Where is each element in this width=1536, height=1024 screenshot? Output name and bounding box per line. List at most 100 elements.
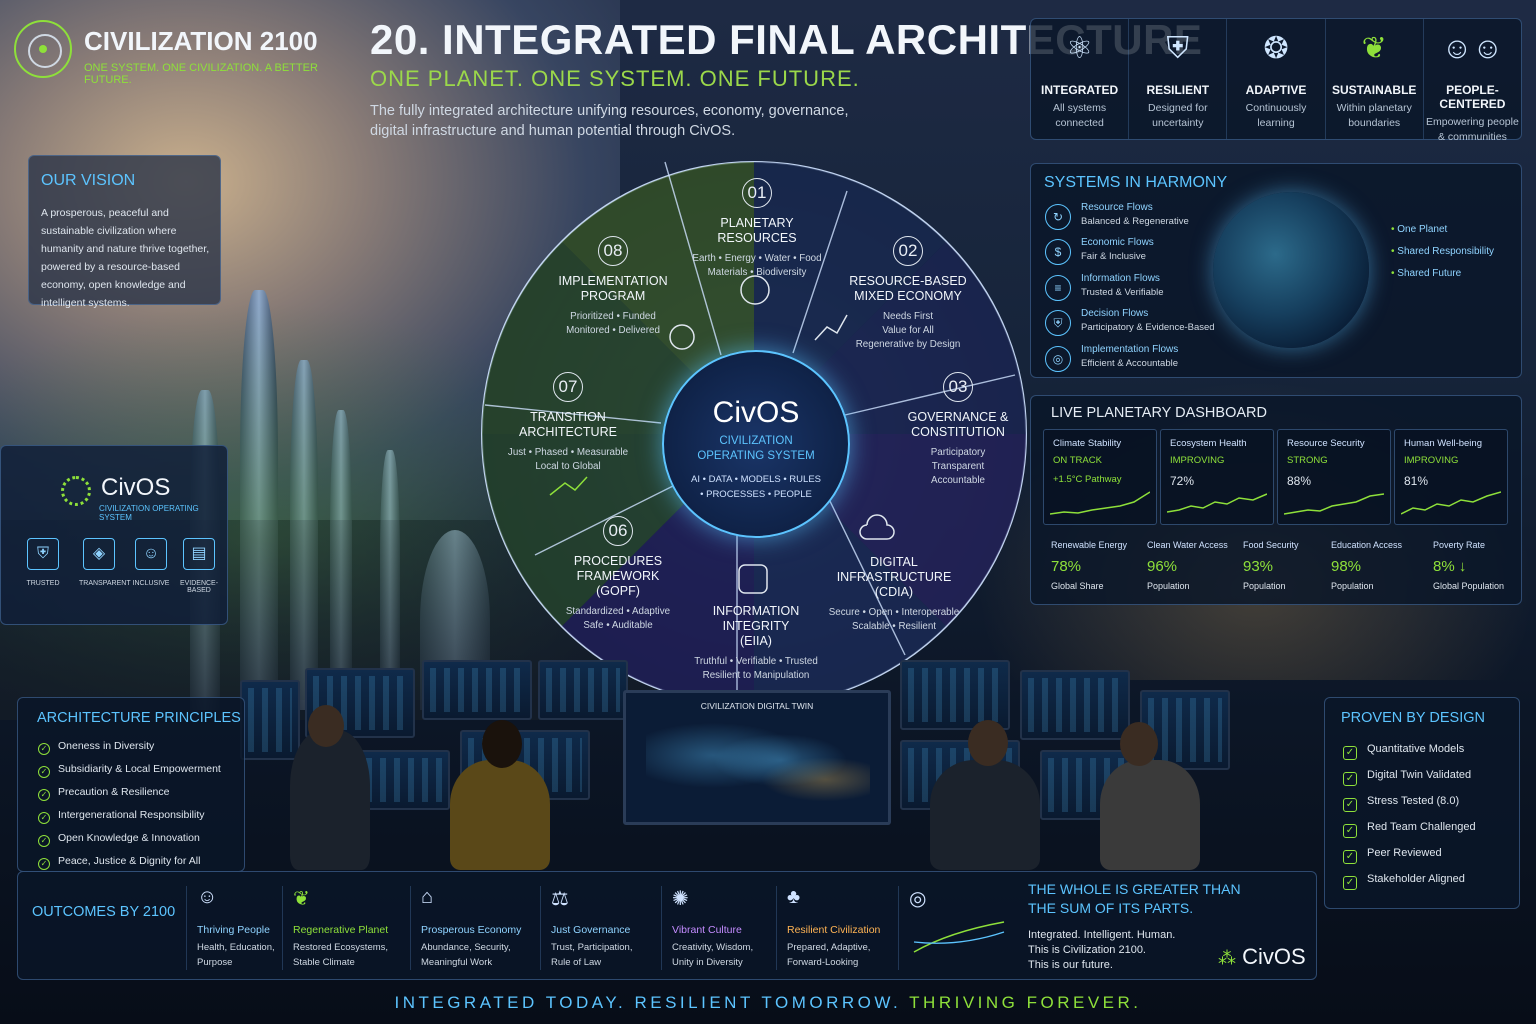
kpi-value: +1.5°C Pathway <box>1053 474 1122 485</box>
metric-unit: Global Share <box>1051 581 1104 591</box>
flow-desc: Fair & Inclusive <box>1081 251 1146 262</box>
flow-desc: Trusted & Verifiable <box>1081 287 1164 298</box>
outcome-desc: Health, Education,Purpose <box>197 942 275 968</box>
sparkline <box>1284 493 1384 515</box>
kpi-value: 88% <box>1287 474 1312 488</box>
kpi-name: Resource Security <box>1287 438 1365 449</box>
kpi-status: STRONG <box>1287 455 1328 466</box>
flow-name: Decision Flows <box>1081 308 1149 319</box>
cloud-icon <box>859 514 895 540</box>
operator-silhouette <box>930 760 1040 870</box>
outcome-desc: Creativity, Wisdom,Unity in Diversity <box>672 942 754 968</box>
brain-icon: ❂ <box>1263 32 1289 65</box>
outcomes-title: OUTCOMES BY 2100 <box>32 904 176 920</box>
metric-value: 78% <box>1051 558 1082 575</box>
vision-panel: OUR VISION A prosperous, peaceful and su… <box>28 155 221 309</box>
check-icon: ✓ <box>38 743 50 755</box>
architecture-principles-panel: ARCHITECTURE PRINCIPLES ✓Oneness in Dive… <box>17 697 245 872</box>
segment-number: 08 <box>598 236 628 266</box>
flow-name: Implementation Flows <box>1081 344 1179 355</box>
kpi-value: 72% <box>1170 474 1195 488</box>
monitor <box>422 660 532 720</box>
vision-text: A prosperous, peaceful and sustainable c… <box>41 207 210 309</box>
kpi-status: IMPROVING <box>1170 455 1225 466</box>
operator-silhouette <box>450 760 550 870</box>
civos-name: CivOS <box>101 474 171 501</box>
segment-04[interactable]: DIGITAL INFRASTRUCTURE(CDIA) Secure • Ope… <box>816 555 972 634</box>
globe-point: Shared Responsibility <box>1391 246 1494 257</box>
outcome-name: Just Governance <box>551 924 631 936</box>
principle-item: ✓Subsidiarity & Local Empowerment <box>38 763 221 778</box>
check-icon: ✓ <box>38 812 50 824</box>
segment-number: 01 <box>742 178 772 208</box>
principles-title: ARCHITECTURE PRINCIPLES <box>37 710 241 726</box>
growth-chart-icon <box>814 314 848 341</box>
attribute-title: ADAPTIVE <box>1245 83 1307 97</box>
segment-05[interactable]: INFORMATION INTEGRITY(EIIA)Truthful • Ve… <box>683 604 829 683</box>
metric-name: Food Security <box>1243 540 1299 550</box>
metric-value: 93% <box>1243 558 1274 575</box>
cycle-icon: ↻ <box>1045 204 1071 230</box>
digital-twin-label: CIVILIZATION DIGITAL TWIN <box>700 701 814 711</box>
principle-item: ✓Open Knowledge & Innovation <box>38 832 200 847</box>
metric-value: 98% <box>1331 558 1362 575</box>
metric-name: Poverty Rate <box>1433 540 1486 550</box>
badge-transparent: ◈TRANSPARENT <box>79 538 131 587</box>
check-circle-icon <box>669 324 695 350</box>
segment-icons <box>549 275 895 594</box>
kpi-status: ON TRACK <box>1053 455 1102 466</box>
civos-screen-panel: CivOS CIVILIZATION OPERATING SYSTEM ⛨TRU… <box>0 445 228 625</box>
coins-icon: $ <box>1045 239 1071 265</box>
operator-head <box>968 720 1008 766</box>
outcome-trend-graphic: ◎ <box>898 886 1018 970</box>
target-icon: ◎ <box>909 888 927 910</box>
globe-point: Shared Future <box>1391 268 1461 279</box>
outcome-name: Resilient Civilization <box>787 924 881 936</box>
harmony-title: SYSTEMS IN HARMONY <box>1044 174 1228 191</box>
flow-name: Information Flows <box>1081 273 1160 284</box>
tree-icon: ♣ <box>787 886 801 908</box>
attribute-title: INTEGRATED <box>1041 83 1119 97</box>
brand-tagline: ONE SYSTEM. ONE CIVILIZATION. A BETTER F… <box>84 62 318 86</box>
proven-item: ✓Stress Tested (8.0) <box>1343 795 1459 812</box>
leaf-icon: ❦ <box>293 888 310 910</box>
footer-tagline: INTEGRATED TODAY. RESILIENT TOMORROW. TH… <box>0 993 1536 1013</box>
monitor <box>1020 670 1130 740</box>
core-title: CivOS <box>712 396 800 429</box>
outcome-desc: Abundance, Security,Meaningful Work <box>421 942 511 968</box>
digital-twin-screen[interactable]: CIVILIZATION DIGITAL TWIN <box>623 690 891 825</box>
checkbox-icon: ✓ <box>1343 798 1357 812</box>
planetary-dashboard: LIVE PLANETARY DASHBOARD Climate Stabili… <box>1030 395 1522 605</box>
proven-item: ✓Stakeholder Aligned <box>1343 873 1465 890</box>
metric-unit: Population <box>1331 581 1374 591</box>
segment-title: DIGITAL INFRASTRUCTURE(CDIA) <box>836 555 952 599</box>
monitor <box>240 680 300 760</box>
